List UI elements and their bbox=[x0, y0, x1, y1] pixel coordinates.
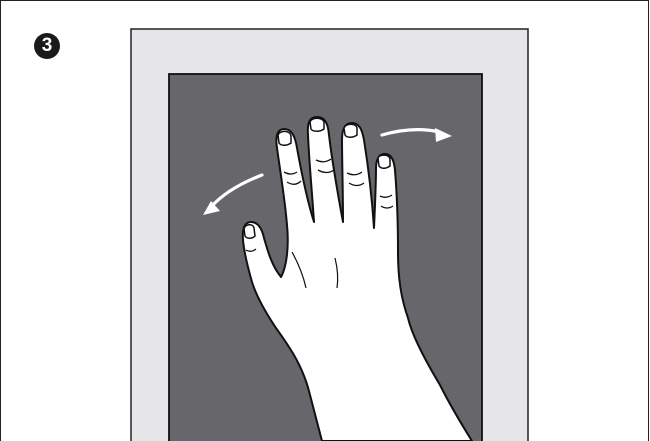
swipe-gesture-illustration bbox=[0, 0, 650, 441]
